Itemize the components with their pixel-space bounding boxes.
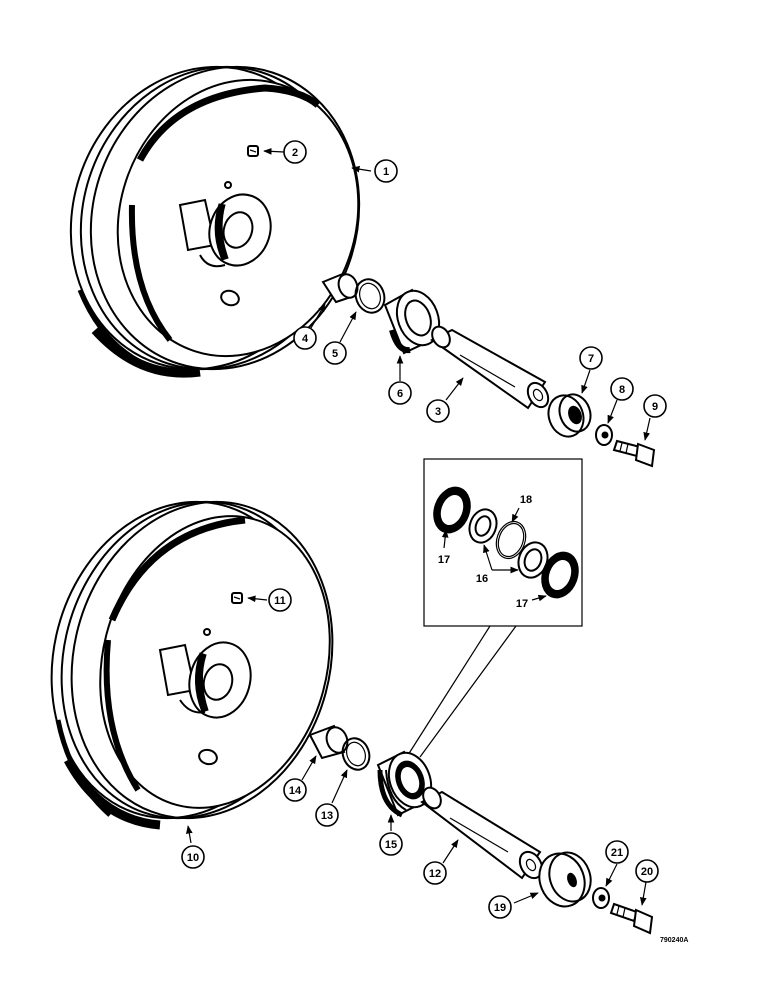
svg-text:14: 14: [289, 785, 302, 797]
upper-leader-lines: [263, 148, 651, 441]
lower-plug: [231, 592, 243, 604]
svg-text:1: 1: [383, 166, 389, 178]
lower-leader-lines: [186, 595, 647, 906]
callout-21: 21: [605, 840, 629, 864]
svg-text:13: 13: [321, 810, 333, 822]
callout-12: 12: [423, 861, 447, 885]
inset-label-17-left: 17: [438, 554, 450, 566]
svg-text:5: 5: [332, 348, 338, 360]
lower-cone-bushing: [308, 724, 349, 760]
inset-label-17-right: 17: [516, 598, 528, 610]
lower-collar: [538, 851, 592, 908]
upper-collar: [547, 393, 592, 438]
callout-1: 1: [374, 159, 398, 183]
svg-text:4: 4: [302, 333, 309, 345]
callout-19: 19: [488, 895, 512, 919]
svg-text:20: 20: [641, 866, 653, 878]
svg-text:7: 7: [588, 353, 594, 365]
svg-text:21: 21: [611, 847, 623, 859]
inset-bearing-cone-left: [468, 508, 498, 544]
callout-9: 9: [643, 394, 667, 418]
inset-seal-right: [541, 551, 579, 599]
svg-text:6: 6: [397, 388, 403, 400]
inset-label-16: 16: [476, 573, 488, 585]
svg-text:11: 11: [274, 595, 286, 607]
lower-snap-ring: [341, 737, 371, 771]
callout-11: 11: [268, 588, 292, 612]
callout-13: 13: [315, 803, 339, 827]
lower-washer: [592, 887, 610, 909]
lower-shaft: [420, 786, 544, 880]
inset-label-18: 18: [520, 494, 532, 506]
upper-plug: [247, 145, 259, 157]
upper-shaft: [430, 325, 550, 410]
seal-detail-inset: [407, 458, 583, 758]
callout-4: 4: [293, 326, 317, 350]
inset-leader-lines: [441, 507, 547, 602]
callout-10: 10: [181, 845, 205, 869]
svg-text:9: 9: [652, 401, 658, 413]
upper-snap-ring: [354, 278, 386, 314]
upper-seal-assembly: [383, 288, 441, 355]
upper-washer: [595, 424, 613, 446]
lower-idler-wheel: [50, 500, 334, 830]
figure-code: 790240A: [660, 937, 688, 944]
callout-6: 6: [388, 381, 412, 405]
callout-5: 5: [323, 341, 347, 365]
svg-text:19: 19: [494, 902, 506, 914]
lower-bolt: [609, 902, 654, 935]
callout-7: 7: [579, 346, 603, 370]
callout-14: 14: [283, 778, 307, 802]
callout-2: 2: [283, 140, 307, 164]
svg-text:3: 3: [435, 406, 441, 418]
upper-cone-bushing: [321, 271, 359, 304]
callout-15: 15: [379, 832, 403, 856]
svg-text:2: 2: [292, 147, 298, 159]
upper-bolt: [612, 439, 656, 468]
svg-text:15: 15: [385, 839, 397, 851]
callout-8: 8: [610, 377, 634, 401]
callout-3: 3: [426, 399, 450, 423]
inset-seal-left: [433, 486, 471, 534]
svg-text:10: 10: [187, 852, 199, 864]
callout-20: 20: [635, 859, 659, 883]
svg-text:12: 12: [429, 868, 441, 880]
svg-text:8: 8: [619, 384, 625, 396]
